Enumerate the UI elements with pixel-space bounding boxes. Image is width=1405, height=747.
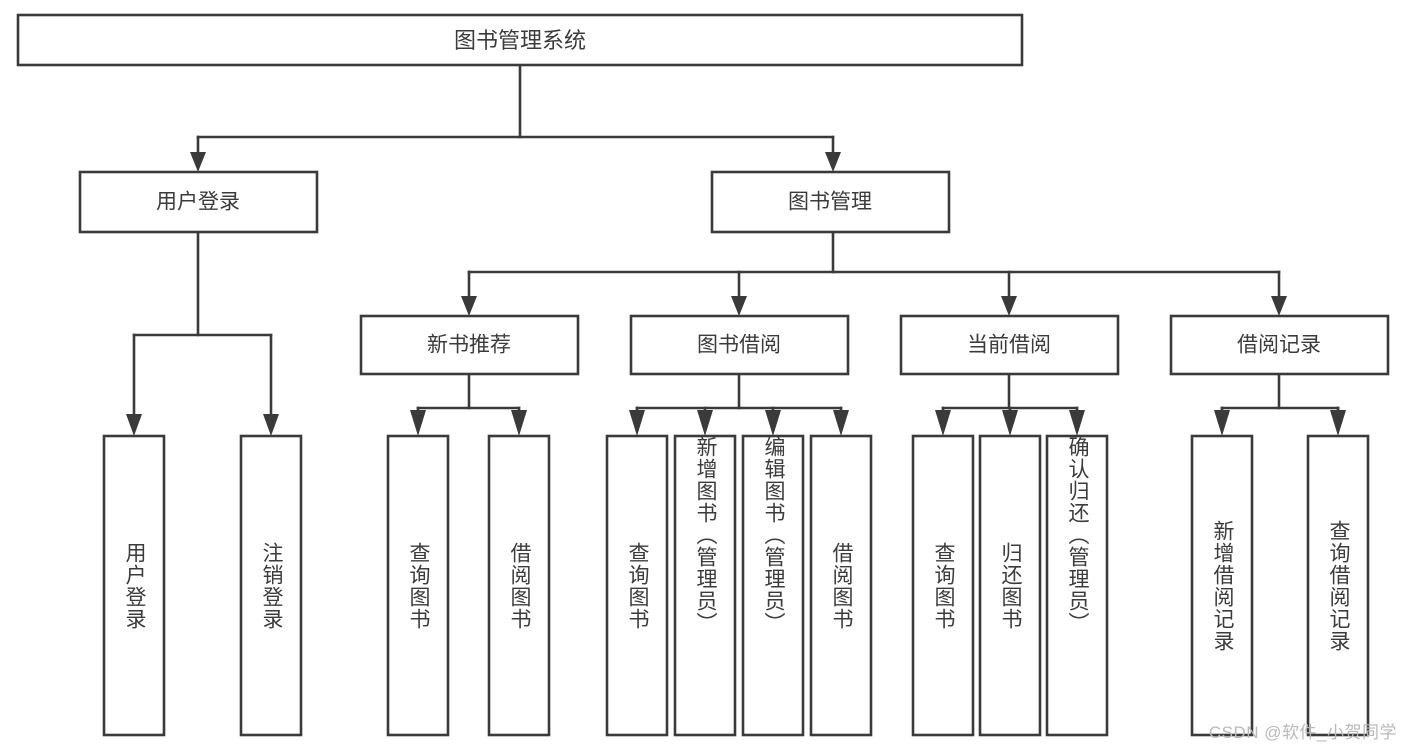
node-book-management-label: 图书管理 (788, 191, 872, 214)
node-layer: 图书管理系统 用户登录 图书管理 新书推荐 图书借阅 当前借阅 借阅记录 (16, 13, 1390, 737)
leaf-current-borrow-1[interactable] (911, 434, 975, 737)
node-book-management[interactable] (710, 170, 951, 234)
arrow-bookborrow-leaf-3 (765, 410, 781, 436)
node-user-login-label: 用户登录 (156, 191, 240, 214)
arrow-borrowrecord-leaf-2 (1330, 410, 1346, 436)
arrow-to-bookborrow (731, 296, 747, 316)
node-root-label: 图书管理系统 (454, 28, 586, 53)
arrow-currentborrow-leaf-1 (935, 410, 951, 436)
node-book-borrow[interactable] (629, 314, 850, 376)
leaf-book-borrow-1[interactable] (605, 434, 669, 737)
watermark: CSDN @软件_小贺同学 (1208, 723, 1397, 742)
leaf-user-login-1[interactable] (102, 434, 166, 737)
leaf-user-login-2[interactable] (239, 434, 303, 737)
arrow-userlogin-leaf-1 (126, 414, 142, 436)
leaf-current-borrow-2[interactable] (978, 434, 1042, 737)
node-user-login[interactable] (78, 170, 319, 234)
node-root[interactable] (16, 13, 1024, 67)
node-borrow-record-label: 借阅记录 (1237, 334, 1321, 357)
leaf-current-borrow-3[interactable] (1045, 434, 1109, 737)
node-new-book-recommend-label: 新书推荐 (427, 334, 511, 357)
leaf-borrow-record-1[interactable] (1190, 434, 1254, 737)
arrow-newbook-leaf-1 (410, 410, 426, 436)
arrow-to-newbook (461, 296, 477, 316)
node-book-borrow-label: 图书借阅 (697, 334, 781, 357)
leaf-new-book-2[interactable] (487, 434, 551, 737)
leaf-book-borrow-4[interactable] (809, 434, 873, 737)
arrow-currentborrow-leaf-3 (1069, 410, 1085, 436)
leaf-book-borrow-2[interactable] (673, 434, 737, 737)
arrow-to-bookmgmt (825, 152, 841, 172)
arrow-to-borrowrecord (1271, 296, 1287, 316)
node-current-borrow-label: 当前借阅 (967, 334, 1051, 357)
leaf-borrow-record-2[interactable] (1306, 434, 1370, 737)
arrow-newbook-leaf-2 (511, 410, 527, 436)
leaf-new-book-1[interactable] (386, 434, 450, 737)
arrow-borrowrecord-leaf-1 (1214, 410, 1230, 436)
arrow-bookborrow-leaf-4 (833, 410, 849, 436)
connector-layer (126, 63, 1346, 436)
arrow-userlogin-leaf-2 (263, 414, 279, 436)
arrow-bookborrow-leaf-2 (697, 410, 713, 436)
arrow-currentborrow-leaf-2 (1002, 410, 1018, 436)
arrow-to-currentborrow (1001, 296, 1017, 316)
leaf-book-borrow-3[interactable] (741, 434, 805, 737)
arrow-to-userlogin (190, 152, 206, 172)
node-borrow-record[interactable] (1169, 314, 1390, 376)
node-new-book-recommend[interactable] (359, 314, 580, 376)
node-current-borrow[interactable] (899, 314, 1120, 376)
arrow-bookborrow-leaf-1 (629, 410, 645, 436)
